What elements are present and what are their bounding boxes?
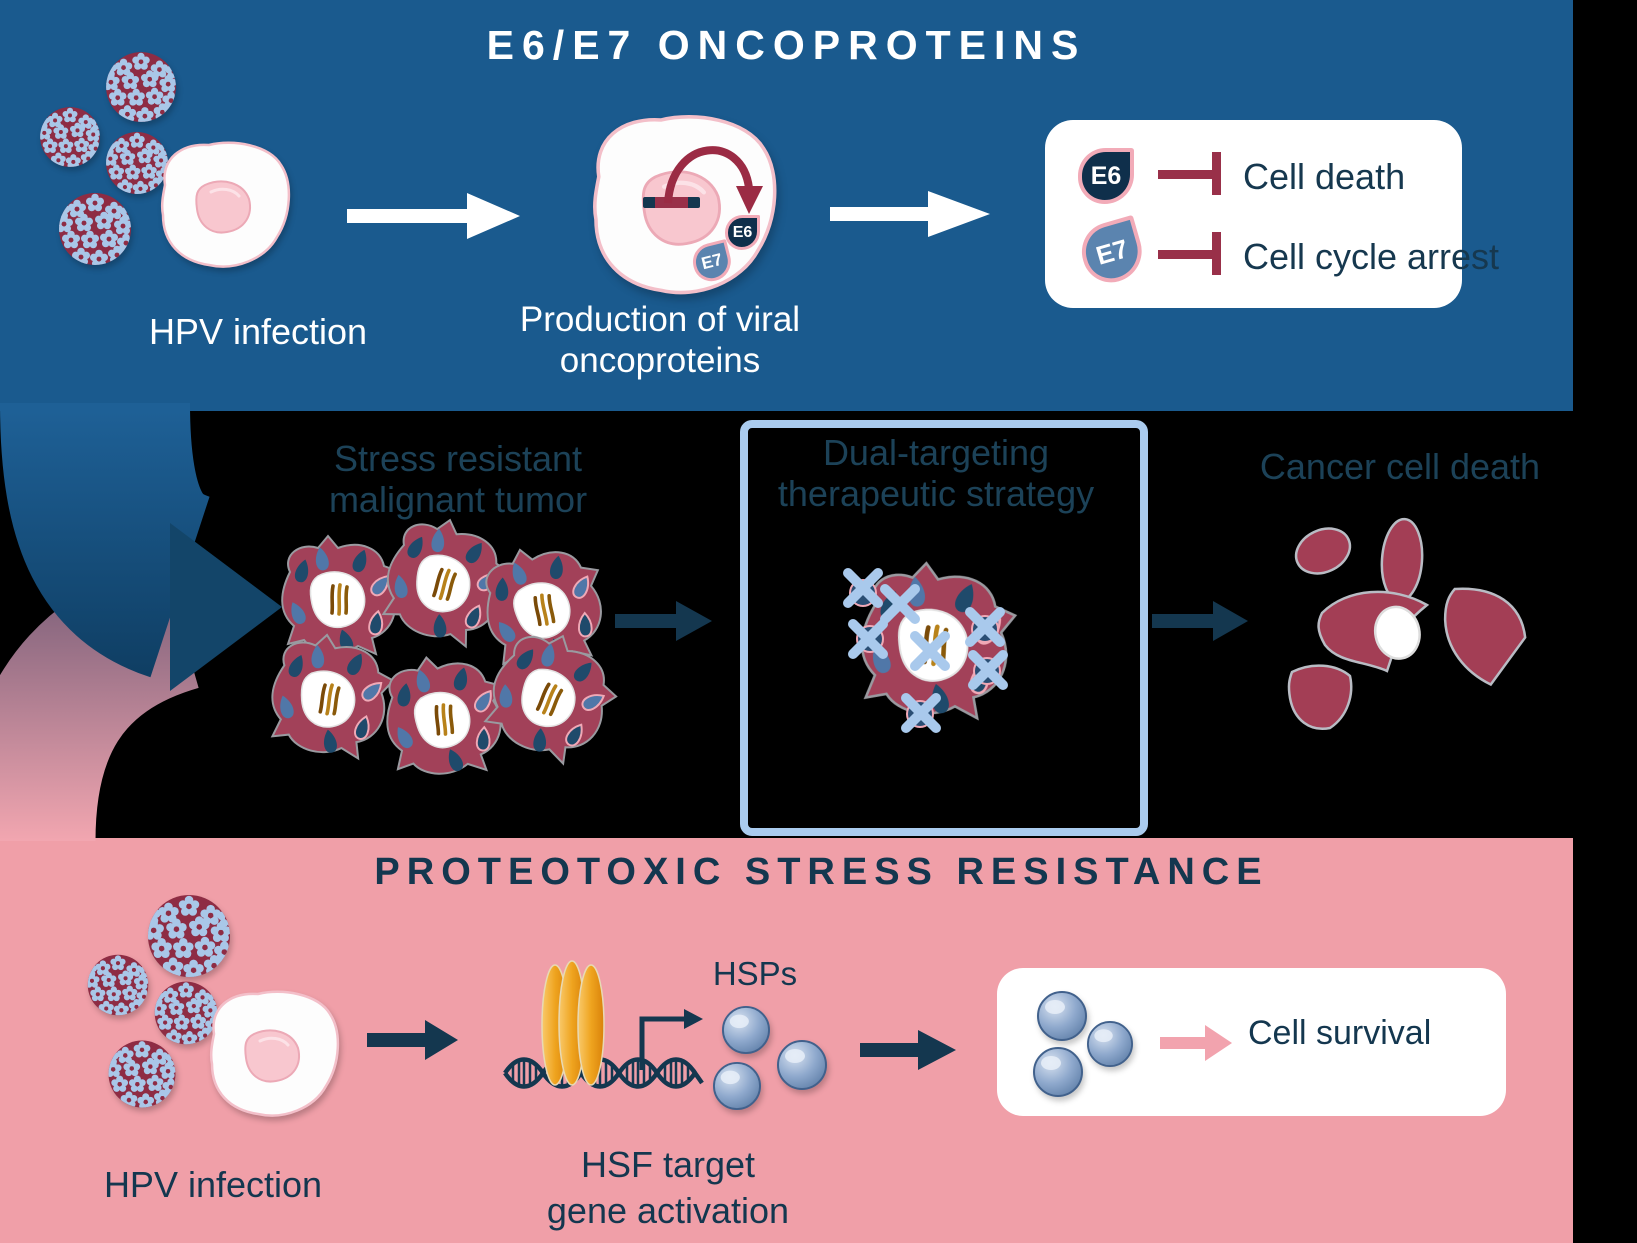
oncoproteins-art	[0, 0, 990, 411]
cell-cycle-arrest-label: Cell cycle arrest	[1243, 236, 1500, 277]
hpv-virion-icon	[52, 193, 138, 267]
right-arrow-icon	[860, 1030, 956, 1070]
hsf-dna-illustration	[503, 960, 704, 1089]
tumor-cluster-illustration	[265, 508, 629, 780]
inhibition-bar-icon	[1212, 232, 1221, 275]
tumor-label: Stress resistant malignant tumor	[288, 438, 628, 520]
hpv-virion-icon	[100, 132, 174, 196]
hsf-target-label-line2: gene activation	[546, 1190, 790, 1231]
inhibition-bar-icon	[1158, 170, 1213, 179]
right-arrow-icon	[367, 1020, 458, 1060]
oncoproteins-title: E6/E7 ONCOPROTEINS	[486, 22, 1087, 68]
strategy-title-line2: therapeutic strategy	[777, 473, 1095, 514]
right-arrow-icon	[615, 601, 712, 641]
expression-curved-arrow-icon	[664, 146, 763, 214]
virus-cluster-top	[34, 52, 182, 267]
strategy-title-line1: Dual-targeting	[822, 432, 1050, 473]
tumor-label-line1: Stress resistant	[333, 438, 583, 479]
right-arrow-icon	[1152, 601, 1248, 641]
cell-death-label: Cell death	[1243, 156, 1406, 197]
pink-arrow-icon	[1160, 1025, 1232, 1061]
survival-card	[997, 968, 1506, 1116]
tumor-label-line2: malignant tumor	[328, 479, 588, 520]
stress-art	[0, 838, 1232, 1118]
transition-swoosh-arrow	[0, 401, 282, 843]
inhibition-bar-icon	[1212, 152, 1221, 195]
right-arrow-icon	[830, 191, 990, 237]
treated-cell-illustration	[848, 559, 1018, 728]
e6-badge-legend: E6	[1078, 148, 1134, 204]
treatment-art	[0, 401, 1527, 843]
cancer-cell-death-label: Cancer cell death	[1259, 446, 1541, 487]
hpv-infection-label-bottom: HPV infection	[103, 1164, 323, 1205]
hsf-target-label: HSF target gene activation	[508, 1142, 828, 1234]
hsp-spheres-in-card	[1033, 991, 1133, 1097]
cell-fragments-illustration	[1287, 517, 1527, 731]
inhibition-bar-icon	[1158, 250, 1213, 259]
hpv-virion-icon	[34, 107, 105, 169]
transcription-arrow-icon	[639, 1016, 684, 1070]
host-cell-illustration	[209, 990, 340, 1118]
hsp-spheres-illustration	[713, 1005, 827, 1111]
production-label-line1: Production of viral	[519, 300, 801, 339]
hsf-target-label-line1: HSF target	[580, 1144, 756, 1185]
cell-survival-label: Cell survival	[1248, 1014, 1432, 1052]
production-label-line2: oncoproteins	[559, 341, 761, 380]
host-cell-illustration	[160, 141, 291, 269]
hpv-virion-icon	[140, 895, 238, 980]
hsps-label: HSPs	[712, 955, 798, 992]
hpv-infection-label-top: HPV infection	[148, 311, 368, 352]
hpv-virion-icon	[82, 955, 154, 1017]
production-label: Production of viral oncoproteins	[500, 299, 820, 381]
strategy-title: Dual-targeting therapeutic strategy	[748, 432, 1124, 514]
hpv-virion-icon	[149, 982, 224, 1047]
hpv-virion-icon	[102, 1041, 182, 1110]
right-arrow-icon	[347, 193, 520, 239]
hsf-trimer-icon	[541, 960, 605, 1086]
proteotoxic-title: PROTEOTOXIC STRESS RESISTANCE	[374, 851, 1269, 893]
e6-badge: E6	[725, 215, 760, 250]
strategy-box	[740, 420, 1148, 836]
